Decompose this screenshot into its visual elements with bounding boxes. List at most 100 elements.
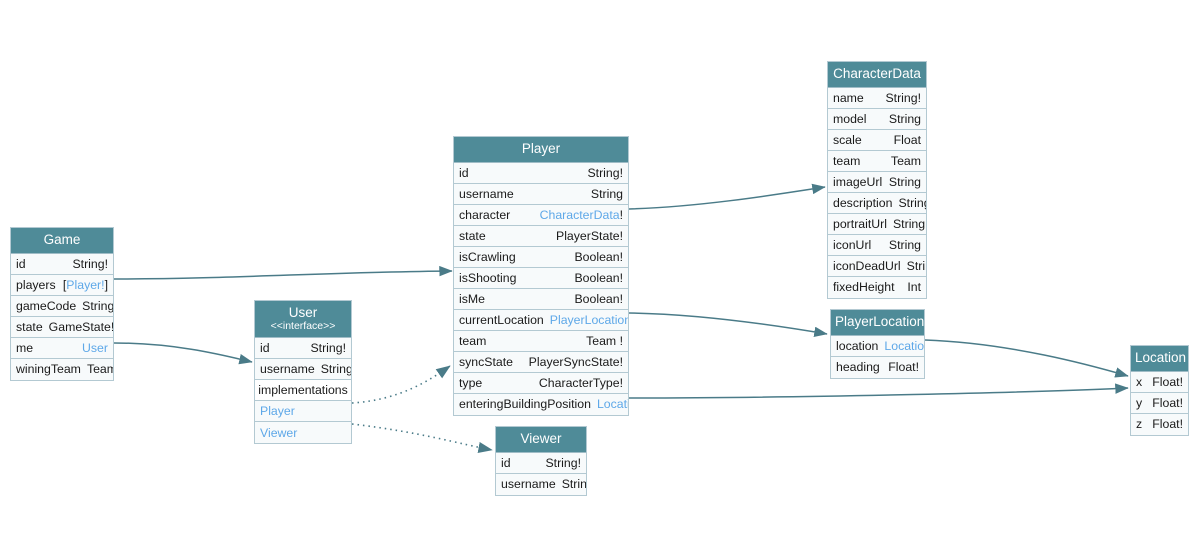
type-suffix: !: [619, 207, 623, 222]
field-row[interactable]: portraitUrl String: [828, 213, 926, 235]
entity-stereotype: <<interface>>: [270, 319, 336, 332]
field-type: CharacterData!: [540, 208, 623, 222]
field-type: String: [892, 216, 926, 231]
type-link[interactable]: Location: [884, 338, 924, 353]
field-row[interactable]: enteringBuildingPosition Location: [454, 393, 628, 415]
field-name: name: [833, 90, 864, 105]
field-type: CharacterType!: [538, 375, 623, 390]
field-type: String!: [545, 455, 581, 470]
edge-game-players-to-player: [113, 265, 453, 280]
entity-header-game: Game: [11, 228, 113, 254]
field-row[interactable]: implementations: [255, 380, 351, 402]
field-type: Team: [890, 153, 921, 168]
field-row[interactable]: type CharacterType!: [454, 372, 628, 394]
field-row[interactable]: winingTeam Team: [11, 358, 113, 380]
edge-user-viewer-impl: [351, 423, 493, 453]
field-name: Viewer: [260, 425, 298, 440]
field-type: String: [888, 174, 921, 189]
field-name: winingTeam: [16, 362, 81, 377]
field-name: isCrawling: [459, 249, 516, 264]
field-row[interactable]: Player: [255, 401, 351, 423]
field-name: model: [833, 111, 867, 126]
edge-player-enteringbuilding-to-location: [628, 383, 1129, 399]
field-name: players: [16, 277, 56, 292]
field-name: Player: [260, 404, 295, 419]
edge-game-me-to-user: [113, 342, 253, 365]
field-type: Float!: [1152, 374, 1183, 389]
field-type: String!: [82, 298, 113, 313]
field-type: PlayerSyncState!: [528, 354, 623, 369]
entity-title: Viewer: [520, 431, 562, 446]
field-row[interactable]: gameCodeString!: [11, 295, 113, 317]
entity-header-characterdata: CharacterData: [828, 62, 926, 88]
field-name: portraitUrl: [833, 216, 887, 231]
field-type: Float!: [1152, 417, 1183, 432]
field-name: z: [1136, 417, 1143, 432]
type-bracket-open: [: [62, 277, 67, 292]
field-name: me: [16, 340, 34, 355]
field-type: Team: [86, 362, 113, 377]
field-row[interactable]: z Float!: [1131, 413, 1188, 435]
field-type: String: [888, 237, 921, 252]
field-name: type: [459, 375, 483, 390]
type-link[interactable]: Location: [596, 397, 628, 412]
field-row[interactable]: team Team: [828, 150, 926, 172]
field-type: String!: [72, 256, 108, 271]
type-link[interactable]: PlayerLocation: [549, 312, 628, 327]
field-row[interactable]: locationLocation!: [831, 335, 924, 357]
entity-title: CharacterData: [833, 66, 921, 81]
field-type: String: [888, 111, 921, 126]
field-name: enteringBuildingPosition: [459, 397, 591, 412]
field-row[interactable]: iconDeadUrl String: [828, 255, 926, 277]
field-name: description: [833, 195, 893, 210]
entity-playerlocation[interactable]: PlayerLocationlocationLocation!headingFl…: [830, 309, 925, 379]
field-row[interactable]: descriptionString: [828, 192, 926, 214]
field-name: team: [459, 333, 487, 348]
field-type: String: [561, 477, 586, 492]
type-link[interactable]: Player!: [66, 277, 105, 292]
field-row[interactable]: players[Player!]: [11, 274, 113, 296]
field-type: Boolean!: [574, 270, 623, 285]
field-row[interactable]: Viewer: [255, 422, 351, 444]
type-link[interactable]: User: [82, 340, 108, 355]
entity-header-playerlocation: PlayerLocation: [831, 310, 924, 336]
field-row[interactable]: me User: [11, 337, 113, 359]
field-row[interactable]: model String: [828, 108, 926, 130]
field-name: iconDeadUrl: [833, 258, 901, 273]
type-link[interactable]: CharacterData: [539, 207, 620, 222]
field-name: team: [833, 153, 861, 168]
field-type: String: [906, 258, 926, 273]
entity-title: Player: [521, 141, 561, 156]
